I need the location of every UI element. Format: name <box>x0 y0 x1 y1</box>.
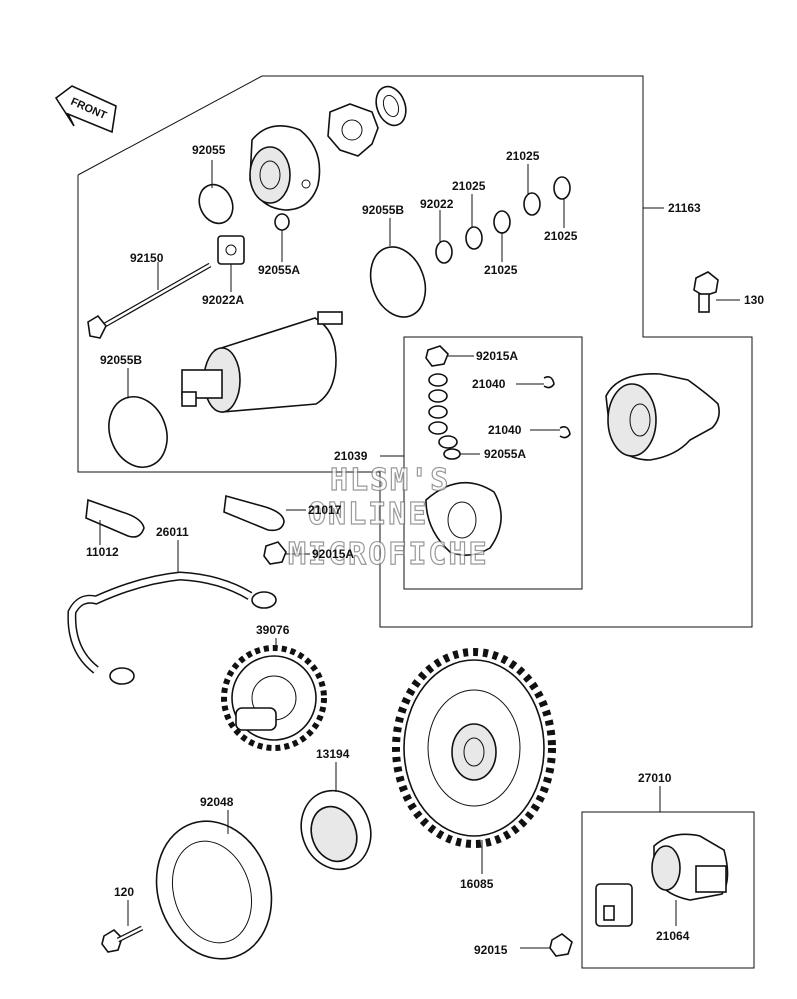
relay-group-frame <box>581 811 755 969</box>
terminal-cap-11012-part <box>85 498 145 538</box>
watermark-line-2: ONLINE <box>308 497 428 532</box>
callout-21064: 21064 <box>656 929 690 943</box>
callout-13194: 13194 <box>316 747 350 761</box>
callout-92055a-mid: 92055A <box>484 447 526 461</box>
o-ring-92055a-top-part <box>274 213 290 231</box>
brush-holder-group-part <box>425 345 571 556</box>
battery-cable-26011-part <box>67 571 277 685</box>
nut-92015a-low-part <box>263 541 287 565</box>
callout-120: 120 <box>114 885 134 899</box>
starter-assembly-frame <box>77 75 753 628</box>
callout-21040-a: 21040 <box>472 377 506 391</box>
callout-92022a: 92022A <box>202 293 244 307</box>
callout-27010: 27010 <box>638 771 672 785</box>
terminal-cap-21017-part <box>223 494 285 532</box>
o-ring-92055-part <box>198 183 234 225</box>
callout-26011: 26011 <box>156 525 189 539</box>
callout-92055b-top: 92055B <box>362 203 404 217</box>
callout-92150: 92150 <box>130 251 164 265</box>
callout-21025-b: 21025 <box>506 149 540 163</box>
front-arrow-icon: FRONT <box>54 85 117 134</box>
callout-21163: 21163 <box>668 201 701 215</box>
starter-gear-16085-part <box>392 648 556 848</box>
watermark-line-1: HLSM'S <box>330 463 450 498</box>
callout-39076: 39076 <box>256 623 290 637</box>
callout-21025-c: 21025 <box>484 263 518 277</box>
o-ring-92055b-left-part <box>108 396 168 468</box>
idler-gear-39076-part <box>221 645 327 751</box>
callout-92022: 92022 <box>420 197 454 211</box>
callout-92055: 92055 <box>192 143 226 157</box>
watermark-line-3: MICROFICHE <box>288 537 489 572</box>
holder-ring-92048-part <box>155 820 273 960</box>
callout-92015a-low: 92015A <box>312 547 354 561</box>
callout-92048: 92048 <box>200 795 234 809</box>
callout-92015a-top: 92015A <box>476 349 518 363</box>
starter-motor-body-part <box>181 311 343 413</box>
starter-front-cover-part <box>249 124 321 211</box>
callout-92055b-left: 92055B <box>100 353 142 367</box>
callout-11012: 11012 <box>86 545 119 559</box>
callout-16085: 16085 <box>460 877 494 891</box>
callout-21040-b: 21040 <box>488 423 522 437</box>
watermark: HLSM'S ONLINE MICROFICHE <box>287 462 489 572</box>
one-way-clutch-13194-part <box>300 789 372 871</box>
callout-130: 130 <box>744 293 764 307</box>
leader-lines <box>99 160 740 949</box>
relay-cover-21064-part <box>651 833 729 901</box>
plate-92022a-hole <box>225 244 237 256</box>
callout-21025-a: 21025 <box>452 179 486 193</box>
callout-21025-d: 21025 <box>544 229 578 243</box>
callout-labels: 92055 92055A 92055B 92022 21025 21025 21… <box>86 143 764 957</box>
callout-21039: 21039 <box>334 449 368 463</box>
through-bolt-92150-part <box>87 262 212 339</box>
plate-92022a-part <box>217 235 245 265</box>
rear-cover-21163-part <box>605 373 720 461</box>
callout-92055a-top: 92055A <box>258 263 300 277</box>
relay-unit-part <box>549 883 633 957</box>
o-ring-92055b-top-part <box>369 246 427 318</box>
thrust-washer-part <box>375 85 407 127</box>
lock-washer-part <box>327 103 379 157</box>
callout-92015: 92015 <box>474 943 508 957</box>
callout-21017: 21017 <box>308 503 342 517</box>
shim-stack-part <box>435 176 571 264</box>
bolt-130-part <box>693 271 719 313</box>
bolt-120-part <box>101 925 144 953</box>
